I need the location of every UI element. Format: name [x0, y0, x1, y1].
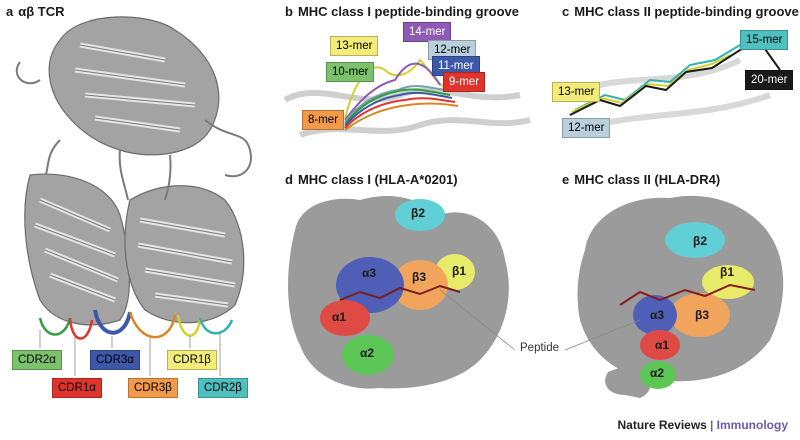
class2-alpha2-label: α2	[650, 366, 665, 380]
class1-surface	[288, 195, 509, 389]
peptide-leader-d	[439, 289, 516, 351]
class2-alpha3-label: α3	[650, 308, 665, 322]
class1-8mer-label: 8-mer	[302, 110, 345, 130]
cdr1a-label-text: CDR1α	[58, 382, 96, 394]
panel-a-title: a αβ TCR	[6, 4, 65, 19]
alpha2-region	[342, 335, 394, 375]
panel-d-title: d MHC class I (HLA-A*0201)	[285, 172, 458, 187]
class1-10mer-label: 10-mer	[326, 62, 375, 82]
class1-9mer-label: 9-mer	[443, 72, 486, 92]
peptide-label-text: 9-mer	[449, 76, 480, 88]
peptide-label-text: 12-mer	[568, 122, 605, 134]
class1-alpha2-label: α2	[360, 346, 375, 360]
class2-beta1-label: β1	[720, 265, 734, 279]
peptide-label-text: 20-mer	[751, 74, 788, 86]
alpha1-region	[320, 300, 370, 336]
beta3-region	[392, 260, 448, 310]
cdr2b-loop	[198, 317, 234, 335]
class1-beta3-label: β3	[412, 270, 426, 284]
cdr1a-label: CDR1α	[52, 378, 102, 398]
panel-title-text: αβ TCR	[18, 4, 65, 19]
cdr3b-loop	[128, 311, 177, 339]
panel-letter: e	[562, 172, 570, 187]
cdr2a-label: CDR2α	[12, 350, 62, 370]
class1-beta1-label: β1	[452, 264, 466, 278]
cdr3a-loop	[93, 309, 132, 335]
cdr2a-loop	[38, 317, 72, 336]
panel-title-text: MHC class II (HLA-DR4)	[574, 172, 721, 187]
panel-e-title: e MHC class II (HLA-DR4)	[562, 172, 720, 187]
journal-name: Nature Reviews	[617, 418, 707, 432]
credit-separator: |	[706, 418, 717, 432]
cdr1a-loop	[68, 317, 94, 340]
peptide-label-text: 8-mer	[308, 114, 339, 126]
cdr3b-label: CDR3β	[128, 378, 178, 398]
cdr-loops	[38, 309, 234, 340]
class2-alpha1-label: α1	[655, 338, 670, 352]
class2-surface	[577, 195, 784, 398]
panel-title-text: MHC class I peptide-binding groove	[297, 4, 519, 19]
class2-beta3-label: β3	[695, 308, 709, 322]
class1-11mer-label: 11-mer	[432, 56, 480, 76]
peptide-label-text: 10-mer	[332, 66, 369, 78]
panel-letter: d	[285, 172, 293, 187]
cdr3a-label-text: CDR3α	[96, 354, 134, 366]
beta1-region	[702, 265, 754, 299]
class1-14mer-label: 14-mer	[403, 22, 452, 42]
cdr3a-label: CDR3α	[90, 350, 140, 370]
panel-letter: a	[6, 4, 14, 19]
peptide-label-text: 13-mer	[336, 40, 373, 52]
panel-title-text: MHC class I (HLA-A*0201)	[297, 172, 458, 187]
journal-subject: Immunology	[716, 418, 788, 432]
class1-beta2-label: β2	[411, 206, 425, 220]
cdr2b-label-text: CDR2β	[204, 382, 242, 394]
alpha1-region	[640, 330, 680, 360]
peptide-label-text: 12-mer	[434, 44, 471, 56]
panel-c-title: c MHC class II peptide-binding groove	[562, 4, 799, 19]
cdr-leader-lines	[39, 330, 221, 376]
panel-letter: c	[562, 4, 570, 19]
class2-15mer-label: 15-mer	[740, 30, 789, 50]
class2-beta2-label: β2	[693, 234, 707, 248]
peptide-label-text: 14-mer	[409, 26, 446, 38]
peptide-callout-label: Peptide	[520, 342, 560, 354]
class1-13mer-label: 13-mer	[330, 36, 379, 56]
cdr2a-label-text: CDR2α	[18, 354, 56, 366]
class1-alpha3-label: α3	[362, 266, 377, 280]
beta3-region	[670, 293, 730, 337]
class1-alpha1-label: α1	[332, 310, 347, 324]
tcr-ribbon-structure	[15, 16, 252, 326]
panel-letter: b	[285, 4, 293, 19]
alpha3-region	[633, 295, 677, 335]
class2-20mer-label: 20-mer	[745, 70, 794, 90]
beta2-region	[395, 199, 445, 231]
peptide-leader-e	[564, 319, 641, 351]
peptide-label-text: 11-mer	[438, 60, 474, 72]
cdr1b-label: CDR1β	[167, 350, 217, 370]
peptide-label-text: 13-mer	[558, 86, 595, 98]
journal-credit: Nature Reviews | Immunology	[617, 418, 788, 432]
cdr1b-loop	[176, 314, 202, 337]
alpha3-region	[336, 257, 404, 313]
cdr2b-label: CDR2β	[198, 378, 248, 398]
cdr1b-label-text: CDR1β	[173, 354, 211, 366]
panel-title-text: MHC class II peptide-binding groove	[574, 4, 799, 19]
beta2-region	[665, 222, 725, 258]
peptide-label-text: 15-mer	[746, 34, 783, 46]
class2-13mer-label: 13-mer	[552, 82, 601, 102]
alpha2-region	[640, 361, 676, 389]
panel-b-title: b MHC class I peptide-binding groove	[285, 4, 519, 19]
cdr3b-label-text: CDR3β	[134, 382, 172, 394]
class2-12mer-label: 12-mer	[562, 118, 611, 138]
